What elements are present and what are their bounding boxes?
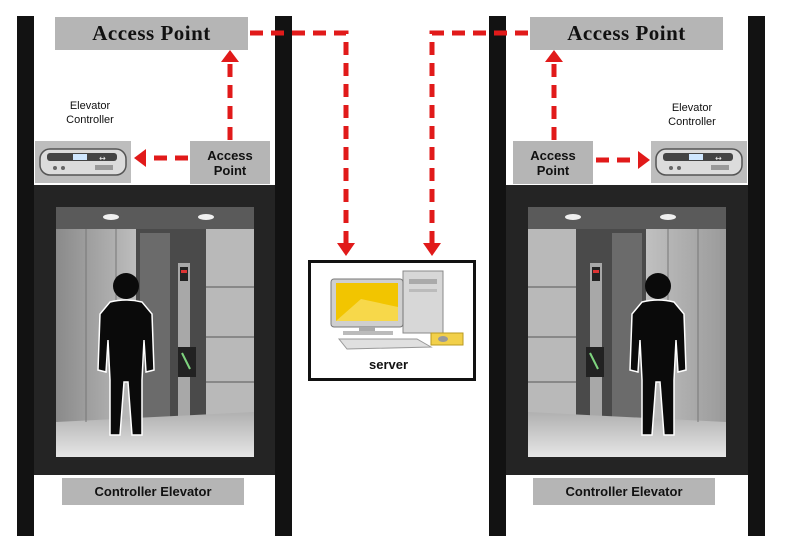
elevator-controller-caption-right: Elevator Controller <box>668 102 716 128</box>
left-shaft-rail-outer <box>17 16 34 536</box>
server-box: server <box>308 260 476 381</box>
elevator-controller-device-icon: ↔ <box>655 148 743 176</box>
access-point-car-left: Access Point <box>190 141 270 184</box>
right-shaft-rail-inner <box>489 16 506 536</box>
link-right-ap-to-server <box>429 30 528 243</box>
arrowhead-controller-right <box>638 151 650 169</box>
access-point-top-right-label: Access Point <box>567 21 686 45</box>
controller-elevator-label-left: Controller Elevator <box>62 478 244 505</box>
right-shaft-rail-outer <box>748 16 765 536</box>
access-point-top-right: Access Point <box>530 17 723 50</box>
elevator-cab-interior-right <box>528 207 726 457</box>
elevator-controller-device-left: ↔ <box>35 141 131 183</box>
svg-text:↔: ↔ <box>99 154 106 163</box>
elevator-controller-caption-left: Elevator Controller <box>66 100 114 126</box>
elevator-controller-device-icon: ↔ <box>39 148 127 176</box>
arrowhead-top-ap-left <box>221 50 239 62</box>
access-point-car-right: Access Point <box>513 141 593 184</box>
arrowhead-top-ap-right <box>545 50 563 62</box>
elevator-car-left <box>34 185 275 475</box>
access-point-top-left-label: Access Point <box>92 21 211 45</box>
elevator-cab-interior-left <box>56 207 254 457</box>
link-left-ap-to-server <box>250 30 349 243</box>
arrowhead-server-left <box>337 243 355 256</box>
arrowhead-server-right <box>423 243 441 256</box>
elevator-controller-device-right: ↔ <box>651 141 747 183</box>
person-silhouette-icon <box>97 273 155 436</box>
controller-elevator-label-right: Controller Elevator <box>533 478 715 505</box>
left-shaft-rail-inner <box>275 16 292 536</box>
elevator-car-right <box>506 185 748 475</box>
arrowhead-controller-left <box>134 149 146 167</box>
svg-text:↔: ↔ <box>715 154 722 163</box>
server-label: server <box>369 357 409 372</box>
access-point-top-left: Access Point <box>55 17 248 50</box>
person-silhouette-icon <box>629 273 687 436</box>
server-computer-icon <box>330 270 464 350</box>
